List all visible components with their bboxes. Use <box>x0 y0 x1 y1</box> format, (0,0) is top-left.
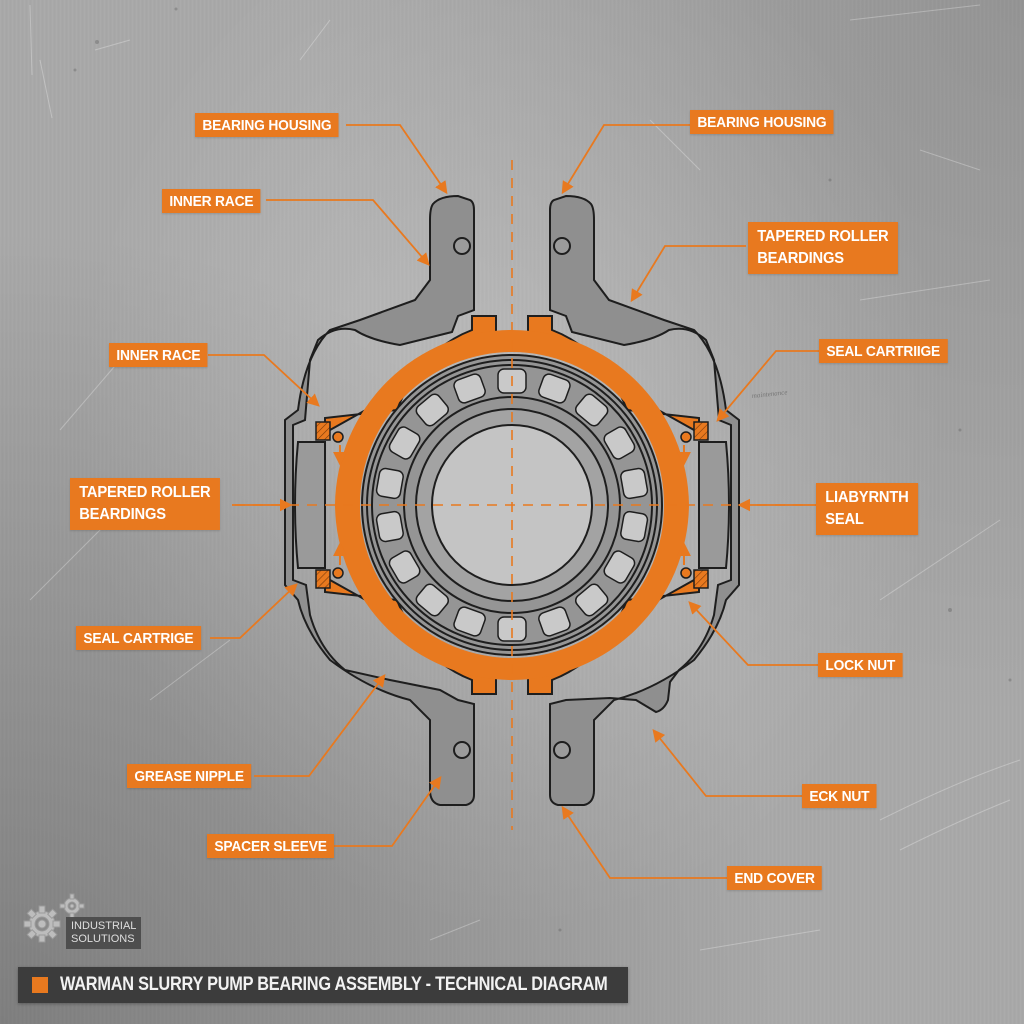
label-end-cover: END COVER <box>727 866 823 890</box>
label-lock-nut: LOCK NUT <box>818 653 903 677</box>
label-tapered-roller-left: TAPERED ROLLER BEARDINGS <box>70 478 220 530</box>
label-inner-race-top-left: INNER RACE <box>162 189 261 213</box>
label-labyrinth-seal: LIABYRNTH SEAL <box>816 483 918 535</box>
label-grease-nipple: GREASE NIPPLE <box>127 764 252 788</box>
label-bearing-housing-right: BEARING HOUSING <box>690 110 834 134</box>
label-seal-cartridge-left: SEAL CARTRIGE <box>76 626 201 650</box>
label-bearing-housing-left: BEARING HOUSING <box>195 113 339 137</box>
centerlines <box>235 160 810 830</box>
logo-text: INDUSTRIAL SOLUTIONS <box>66 917 142 949</box>
label-inner-race-mid-left: INNER RACE <box>109 343 208 367</box>
label-tapered-roller-right: TAPERED ROLLER BEARDINGS <box>748 222 898 274</box>
gears-icon <box>23 893 85 943</box>
seal-springs <box>332 431 692 579</box>
orange-square-icon <box>32 977 48 993</box>
label-eck-nut: ECK NUT <box>802 784 877 808</box>
roller-elements <box>375 368 649 642</box>
label-spacer-sleeve: SPACER SLEEVE <box>207 834 335 858</box>
seal-rings <box>315 421 709 589</box>
label-seal-cartridge-right: SEAL CARTRIIGE <box>819 339 948 363</box>
diagram-title: WARMAN SLURRY PUMP BEARING ASSEMBLY - TE… <box>60 974 608 995</box>
title-bar: WARMAN SLURRY PUMP BEARING ASSEMBLY - TE… <box>18 967 628 1003</box>
leader-lines <box>208 124 820 879</box>
